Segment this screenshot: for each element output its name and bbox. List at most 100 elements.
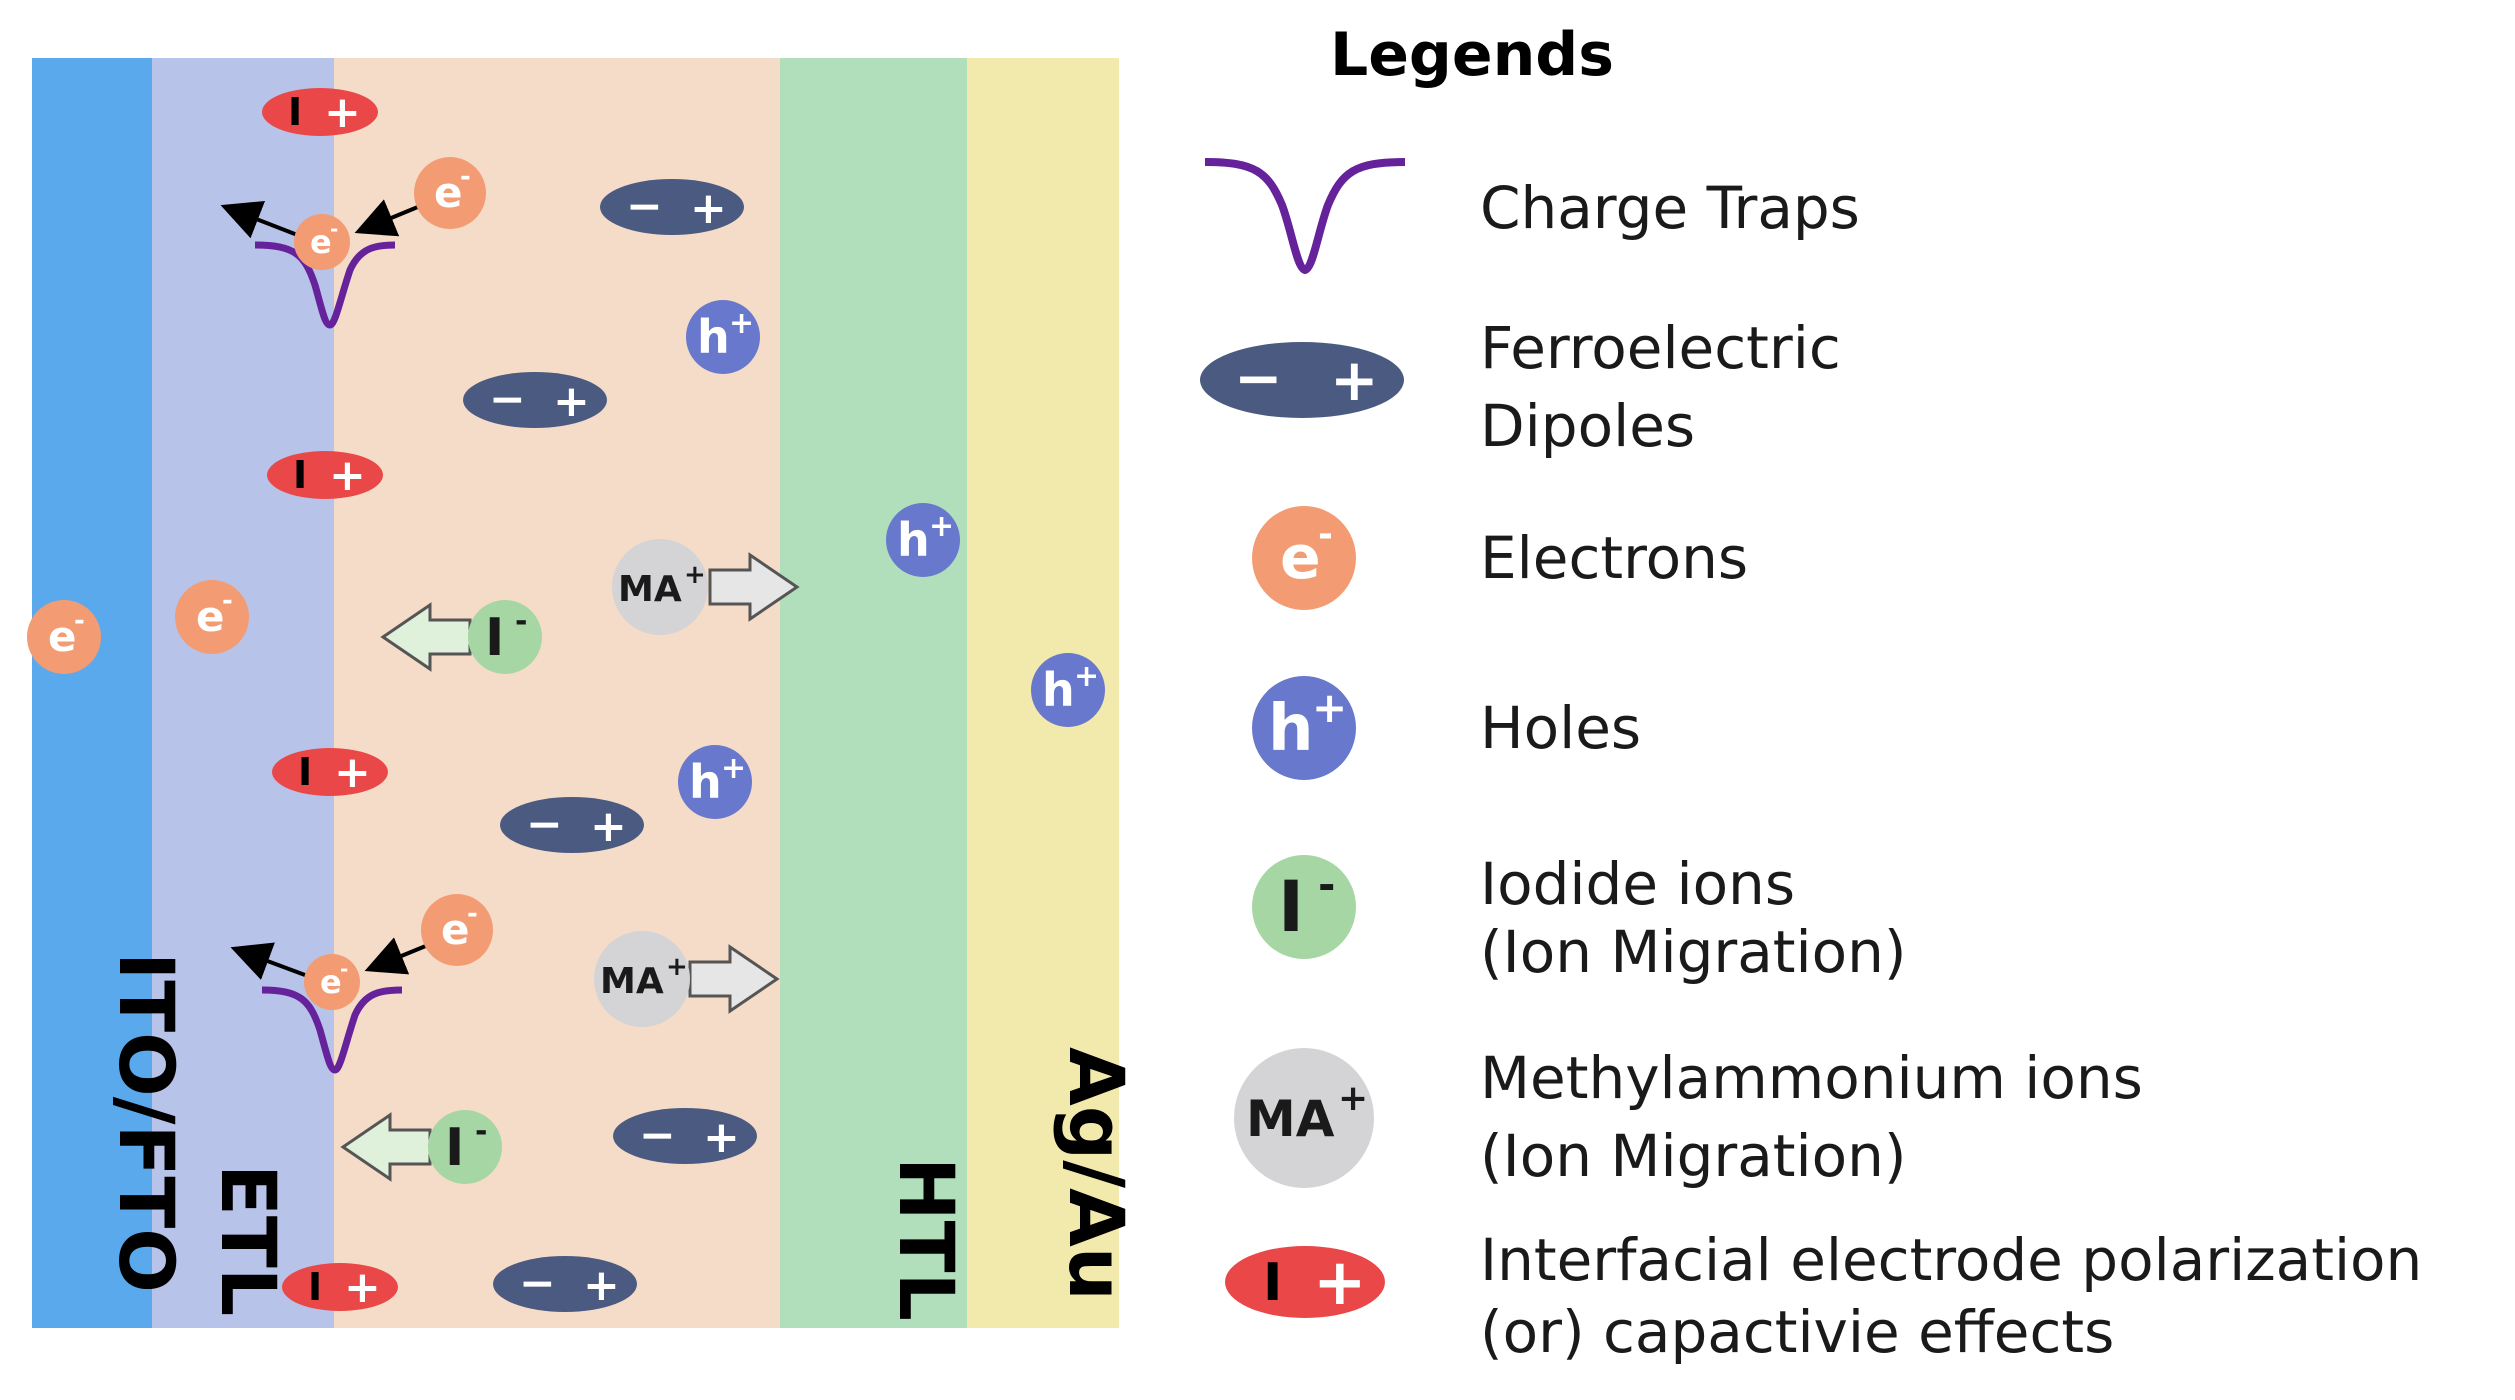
svg-text:h: h bbox=[897, 513, 930, 567]
device-particles: I + I + I + I + − + − + bbox=[27, 87, 1105, 1313]
svg-text:I: I bbox=[308, 1265, 322, 1309]
svg-text:e: e bbox=[434, 168, 463, 217]
iodide-ion-migration: I - bbox=[340, 1110, 502, 1184]
ferroelectric-dipole: − + bbox=[600, 179, 744, 235]
svg-text:−: − bbox=[489, 374, 526, 425]
legend-iodide-icon: I - bbox=[1252, 855, 1356, 959]
svg-text:I: I bbox=[298, 750, 312, 794]
interfacial-polarization: I + bbox=[267, 450, 383, 501]
legend-charge-traps-label: Charge Traps bbox=[1480, 174, 1860, 242]
interfacial-polarization: I + bbox=[282, 1262, 398, 1313]
svg-text:+: + bbox=[703, 1112, 740, 1163]
legend-ma-icon: MA + bbox=[1234, 1048, 1374, 1188]
iodide-ion-migration: I - bbox=[380, 600, 542, 674]
svg-text:-: - bbox=[515, 604, 527, 639]
svg-text:+: + bbox=[690, 183, 727, 234]
legend-interfacial-label-line2: (or) capactivie effects bbox=[1480, 1298, 2114, 1366]
svg-text:+: + bbox=[324, 87, 361, 138]
electron: e - bbox=[421, 894, 493, 966]
svg-text:e: e bbox=[441, 905, 470, 954]
ma-ion: MA + bbox=[612, 539, 708, 635]
legend-ferroelectric-label-line2: Dipoles bbox=[1480, 392, 1695, 460]
layer-label-ag-au: Ag/Au bbox=[1052, 1047, 1141, 1301]
svg-text:+: + bbox=[666, 952, 688, 982]
ferroelectric-dipole: − + bbox=[500, 797, 644, 853]
layer-htl bbox=[780, 58, 967, 1328]
svg-text:+: + bbox=[329, 450, 366, 501]
ma-ion-migration: MA + bbox=[594, 931, 780, 1027]
legend-ma-label-line1: Methylammonium ions bbox=[1480, 1044, 2143, 1112]
svg-text:−: − bbox=[639, 1110, 676, 1161]
iodide-ion: I - bbox=[468, 600, 542, 674]
iodide-ion: I - bbox=[428, 1110, 502, 1184]
svg-text:+: + bbox=[334, 747, 371, 798]
hole: h + bbox=[678, 745, 752, 819]
svg-text:MA: MA bbox=[618, 569, 682, 610]
interfacial-polarization: I + bbox=[262, 87, 378, 138]
layer-ito-fto bbox=[32, 58, 152, 1328]
legend-hole-icon: h + bbox=[1252, 676, 1356, 780]
ma-ion: MA + bbox=[594, 931, 690, 1027]
svg-text:+: + bbox=[684, 560, 706, 590]
legend-charge-trap-icon bbox=[1204, 158, 1406, 275]
svg-text:+: + bbox=[1074, 659, 1099, 694]
svg-text:e: e bbox=[310, 223, 332, 261]
svg-text:e: e bbox=[196, 592, 225, 641]
svg-text:-: - bbox=[1318, 514, 1333, 555]
trap-arrow bbox=[354, 199, 426, 237]
layer-label-htl: HTL bbox=[882, 1157, 971, 1321]
legend-ma-label-line2: (Ion Migration) bbox=[1480, 1122, 1907, 1190]
legend-ferroelectric-dipole-icon: − + bbox=[1200, 342, 1404, 418]
svg-text:I: I bbox=[485, 608, 504, 668]
electron: e - bbox=[175, 580, 249, 654]
svg-text:e: e bbox=[320, 963, 342, 1001]
ma-ion-migration: MA + bbox=[612, 539, 800, 635]
svg-text:-: - bbox=[460, 162, 471, 192]
svg-text:-: - bbox=[1318, 860, 1335, 909]
svg-text:I: I bbox=[1263, 1253, 1282, 1313]
svg-text:-: - bbox=[475, 1114, 487, 1149]
svg-text:I: I bbox=[293, 453, 307, 497]
hole: h + bbox=[1031, 653, 1105, 727]
svg-text:-: - bbox=[330, 217, 338, 241]
ferroelectric-dipole: − + bbox=[493, 1256, 637, 1312]
svg-text:−: − bbox=[1234, 344, 1283, 412]
svg-text:+: + bbox=[590, 801, 627, 852]
svg-text:+: + bbox=[1312, 683, 1347, 732]
charge-trap bbox=[261, 986, 403, 1074]
layer-etl bbox=[152, 58, 334, 1328]
svg-text:h: h bbox=[1268, 692, 1314, 766]
svg-text:−: − bbox=[526, 799, 563, 850]
svg-text:MA: MA bbox=[600, 961, 664, 1002]
legend-electron-icon: e - bbox=[1252, 506, 1356, 610]
hole: h + bbox=[686, 300, 760, 374]
svg-text:I: I bbox=[288, 90, 302, 134]
svg-text:-: - bbox=[74, 606, 85, 636]
svg-text:+: + bbox=[1338, 1078, 1368, 1119]
ferroelectric-dipole: − + bbox=[613, 1108, 757, 1164]
svg-text:+: + bbox=[1330, 346, 1379, 414]
legend-title: Legends bbox=[1330, 20, 1614, 90]
trap-arrow bbox=[220, 200, 301, 239]
electron: e - bbox=[414, 157, 486, 229]
svg-text:-: - bbox=[222, 586, 233, 616]
electron: e - bbox=[294, 214, 350, 270]
svg-text:+: + bbox=[929, 509, 954, 544]
electron: e - bbox=[304, 954, 360, 1010]
electron: e - bbox=[27, 600, 101, 674]
svg-text:+: + bbox=[553, 376, 590, 427]
hole: h + bbox=[886, 503, 960, 577]
layer-label-ito-fto: ITO/FTO bbox=[102, 952, 191, 1293]
legend-electrons-label: Electrons bbox=[1480, 524, 1748, 592]
layer-label-etl: ETL bbox=[204, 1164, 293, 1316]
legend-holes-label: Holes bbox=[1480, 694, 1641, 762]
svg-text:MA: MA bbox=[1246, 1090, 1335, 1148]
legend: Legends Charge Traps − + Ferroelectric D… bbox=[1200, 20, 2422, 1366]
svg-text:e: e bbox=[1280, 523, 1321, 593]
svg-text:-: - bbox=[340, 957, 348, 981]
legend-iodide-label-line1: Iodide ions bbox=[1480, 850, 1795, 918]
svg-text:+: + bbox=[729, 306, 754, 341]
svg-text:−: − bbox=[519, 1258, 556, 1309]
svg-text:-: - bbox=[467, 899, 478, 929]
